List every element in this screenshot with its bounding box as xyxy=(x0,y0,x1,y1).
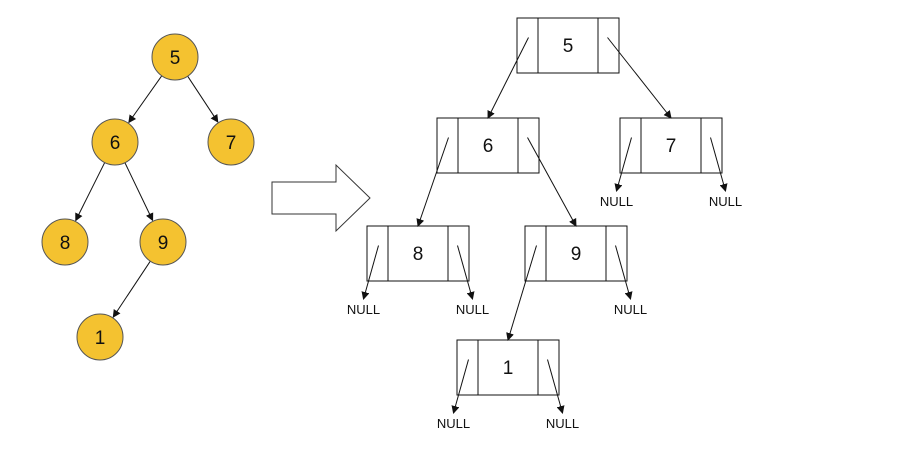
list-node-b8: 8 xyxy=(366,225,470,282)
pointer-b6-right xyxy=(527,137,577,227)
edge-n5-n7 xyxy=(187,75,219,123)
tree-node-label: 5 xyxy=(170,48,181,69)
tree-node-label: 1 xyxy=(95,328,106,349)
pointer-b8-right xyxy=(457,245,475,300)
list-node-label: 9 xyxy=(571,244,582,265)
null-label: NULL xyxy=(614,302,647,317)
tree-node-n1: 1 xyxy=(76,313,124,361)
list-node-box xyxy=(619,117,723,174)
list-node-box xyxy=(436,117,540,174)
list-node-box xyxy=(516,17,620,74)
transform-arrow xyxy=(271,163,371,233)
edge-n6-n9 xyxy=(124,162,154,222)
list-node-b1: 1 xyxy=(456,339,560,396)
list-node-label: 6 xyxy=(483,136,494,157)
tree-node-circle xyxy=(151,33,199,81)
list-node-label: 8 xyxy=(413,244,424,265)
pointer-b7-left xyxy=(614,137,632,192)
null-label: NULL xyxy=(600,194,633,209)
list-node-box xyxy=(456,339,560,396)
edge-n9-n1 xyxy=(112,260,151,318)
list-node-label: 1 xyxy=(503,358,514,379)
tree-node-circle xyxy=(207,118,255,166)
pointer-b8-left xyxy=(361,245,379,300)
pointer-b6-left xyxy=(416,137,449,227)
null-label: NULL xyxy=(709,194,742,209)
pointer-b1-left xyxy=(451,359,469,414)
pointer-b1-right xyxy=(547,359,565,414)
list-node-b7: 7 xyxy=(619,117,723,174)
tree-node-n9: 9 xyxy=(139,218,187,266)
tree-node-n7: 7 xyxy=(207,118,255,166)
null-label: NULL xyxy=(456,302,489,317)
list-node-label: 5 xyxy=(563,36,574,57)
list-node-b5: 5 xyxy=(516,17,620,74)
edge-n6-n8 xyxy=(75,162,106,222)
tree-node-label: 8 xyxy=(60,233,71,254)
null-label: NULL xyxy=(347,302,380,317)
tree-node-circle xyxy=(139,218,187,266)
list-node-label: 7 xyxy=(666,136,677,157)
edge-n5-n6 xyxy=(128,75,163,124)
list-node-b9: 9 xyxy=(524,225,628,282)
tree-node-circle xyxy=(91,118,139,166)
tree-node-circle xyxy=(41,218,89,266)
pointer-b7-right xyxy=(710,137,728,192)
tree-node-n6: 6 xyxy=(91,118,139,166)
tree-node-n5: 5 xyxy=(151,33,199,81)
pointer-b9-left xyxy=(506,245,537,341)
list-node-b6: 6 xyxy=(436,117,540,174)
tree-node-label: 7 xyxy=(226,133,237,154)
null-label: NULL xyxy=(437,416,470,431)
tree-node-label: 6 xyxy=(110,133,121,154)
pointer-b5-right xyxy=(607,37,672,119)
list-node-box xyxy=(524,225,628,282)
pointer-b9-right xyxy=(615,245,633,300)
tree-node-label: 9 xyxy=(158,233,169,254)
tree-node-n8: 8 xyxy=(41,218,89,266)
pointer-b5-left xyxy=(487,37,529,119)
tree-node-circle xyxy=(76,313,124,361)
null-label: NULL xyxy=(546,416,579,431)
